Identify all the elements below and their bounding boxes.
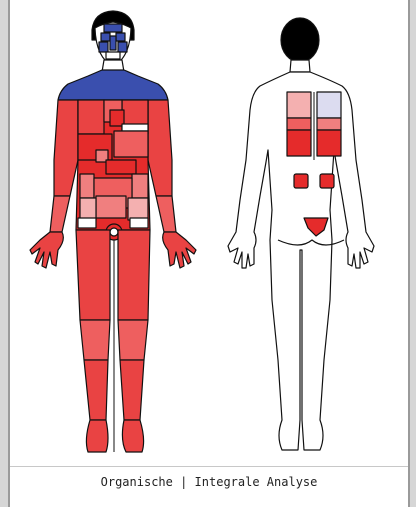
front-lower-white-right[interactable]	[130, 218, 148, 228]
back-lung-right-lower[interactable]	[317, 118, 341, 130]
front-bladder-area[interactable]	[96, 196, 126, 218]
front-left-upper-arm[interactable]	[54, 100, 78, 196]
face-region-left-eye[interactable]	[101, 33, 110, 41]
face-region-right-cheek[interactable]	[118, 42, 127, 52]
front-left-hand[interactable]	[30, 232, 63, 268]
front-right-forearm[interactable]	[156, 196, 176, 232]
front-right-upper-arm[interactable]	[148, 100, 172, 196]
face-region-mouth[interactable]	[106, 52, 120, 59]
body-map-svg	[10, 0, 408, 466]
front-left-thigh[interactable]	[76, 230, 110, 320]
back-lung-left-upper[interactable]	[287, 92, 311, 118]
front-stomach[interactable]	[114, 131, 148, 157]
front-right-hand[interactable]	[163, 232, 196, 268]
front-right-shin[interactable]	[120, 360, 144, 420]
front-chest-left[interactable]	[78, 100, 104, 134]
back-lung-right-upper[interactable]	[317, 92, 341, 118]
back-head[interactable]	[281, 18, 319, 62]
back-adrenal-right[interactable]	[320, 174, 334, 188]
back-kidney-left[interactable]	[287, 130, 311, 156]
front-colon-right[interactable]	[132, 174, 148, 198]
front-lower-white-left[interactable]	[78, 218, 96, 228]
back-body-figure	[228, 18, 374, 450]
front-left-knee[interactable]	[80, 320, 110, 360]
back-kidney-right[interactable]	[317, 130, 341, 156]
face-region-right-eye[interactable]	[116, 33, 125, 41]
face-region-left-cheek[interactable]	[99, 42, 108, 52]
front-left-shin[interactable]	[84, 360, 108, 420]
front-pelvis-left[interactable]	[80, 198, 96, 220]
footer-title: Organische | Integrale Analyse	[10, 475, 408, 489]
face-region-nose[interactable]	[110, 36, 116, 50]
front-colon-left[interactable]	[80, 174, 94, 198]
left-border	[0, 0, 8, 507]
front-right-knee[interactable]	[118, 320, 148, 360]
front-shoulders[interactable]	[58, 70, 168, 100]
back-adrenal-left[interactable]	[294, 174, 308, 188]
front-right-thigh[interactable]	[118, 230, 150, 320]
front-pancreas[interactable]	[106, 160, 136, 174]
front-left-forearm[interactable]	[50, 196, 70, 232]
front-right-foot[interactable]	[122, 420, 143, 452]
back-neck[interactable]	[290, 60, 310, 72]
footer-bar: Organische | Integrale Analyse	[10, 467, 408, 507]
front-body-figure	[30, 11, 196, 452]
back-lung-left-lower[interactable]	[287, 118, 311, 130]
front-pelvis-right[interactable]	[128, 198, 148, 220]
front-genital-ring-inner[interactable]	[110, 228, 118, 236]
face-region-forehead[interactable]	[104, 24, 122, 32]
right-border	[410, 0, 416, 507]
front-chest-white-band[interactable]	[122, 124, 148, 131]
front-left-foot[interactable]	[86, 420, 108, 452]
body-map-panel	[10, 0, 408, 466]
